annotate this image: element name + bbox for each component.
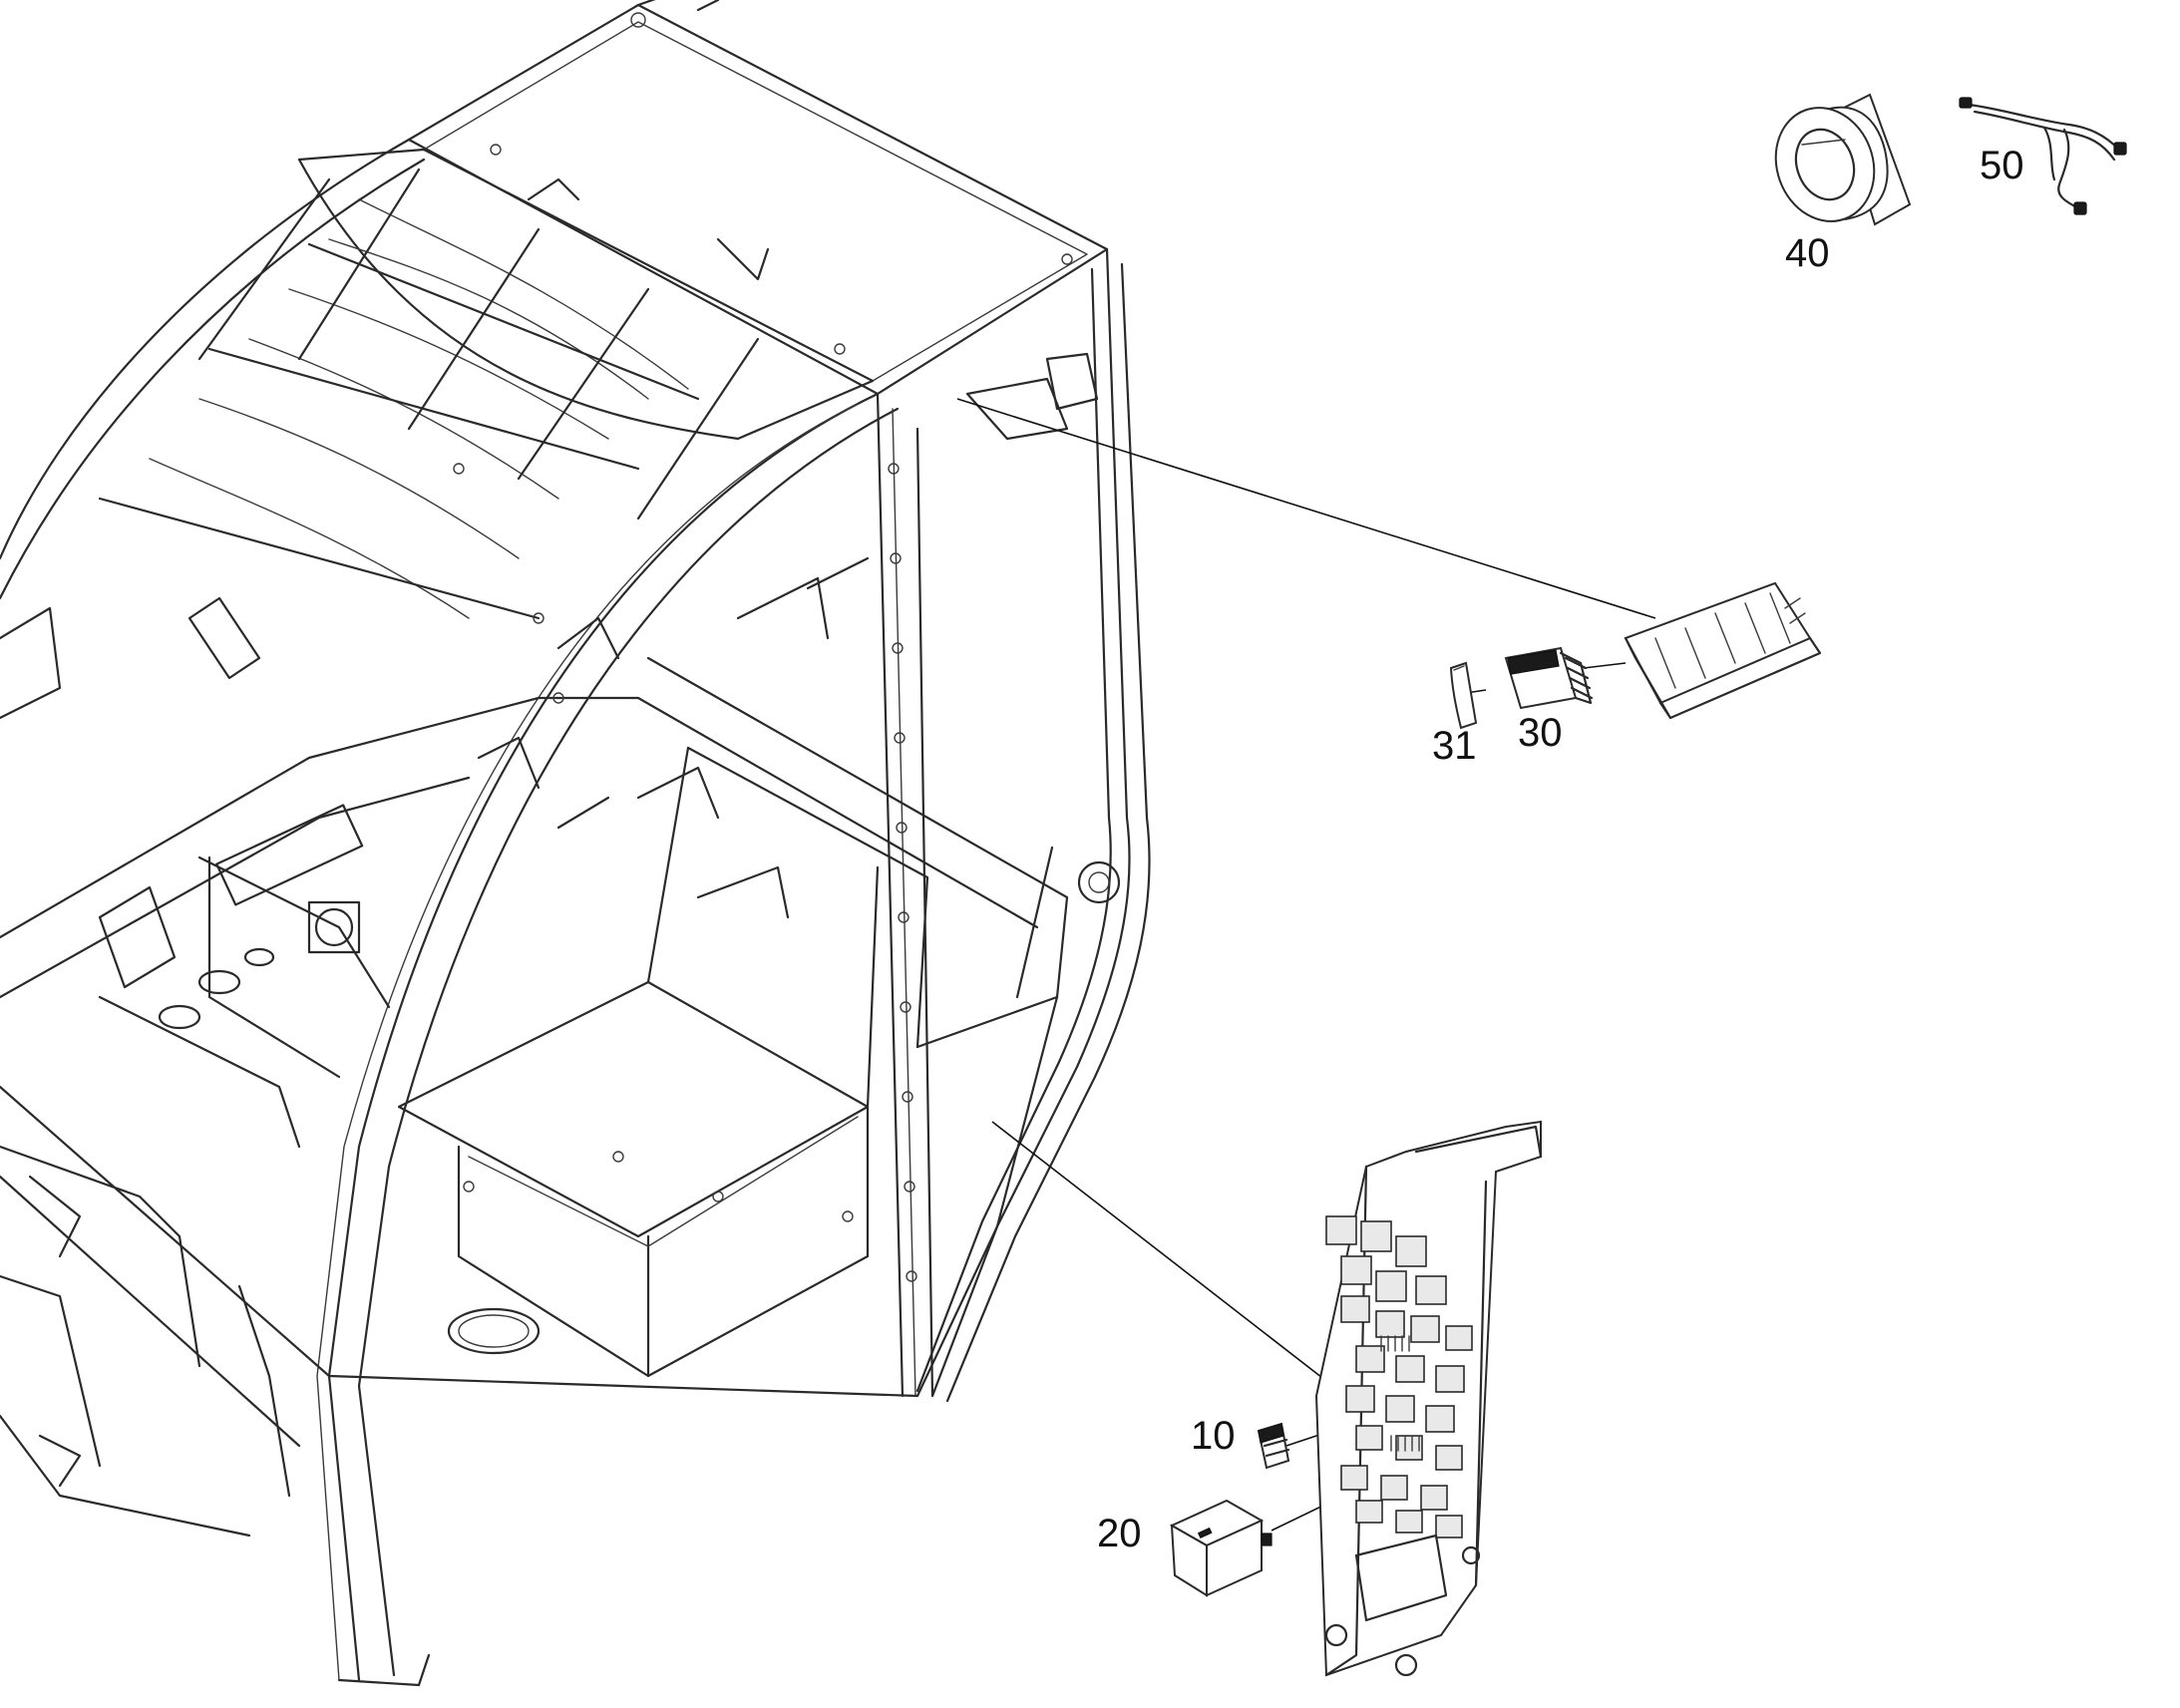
part-50-wire-harness (1959, 97, 2127, 215)
part-20-relay (1169, 1499, 1272, 1597)
fuse-relay-board (1314, 1120, 1543, 1677)
part-10-fuse (1257, 1422, 1290, 1470)
callout-10: 10 (1191, 1414, 1236, 1458)
part-31-clip (1449, 661, 1478, 730)
callout-40: 40 (1785, 231, 1830, 275)
leader-lines (956, 398, 1656, 1532)
callout-31: 31 (1432, 724, 1477, 768)
callout-50: 50 (1980, 144, 2024, 187)
part-40-tape-roll (1774, 93, 1912, 226)
callout-20: 20 (1097, 1512, 1142, 1555)
pillar-holes (888, 463, 917, 1282)
switch-panel (1624, 581, 1822, 720)
cab-frame (0, 0, 1151, 1687)
callout-30: 30 (1518, 711, 1563, 755)
part-30-switch (1504, 646, 1594, 710)
